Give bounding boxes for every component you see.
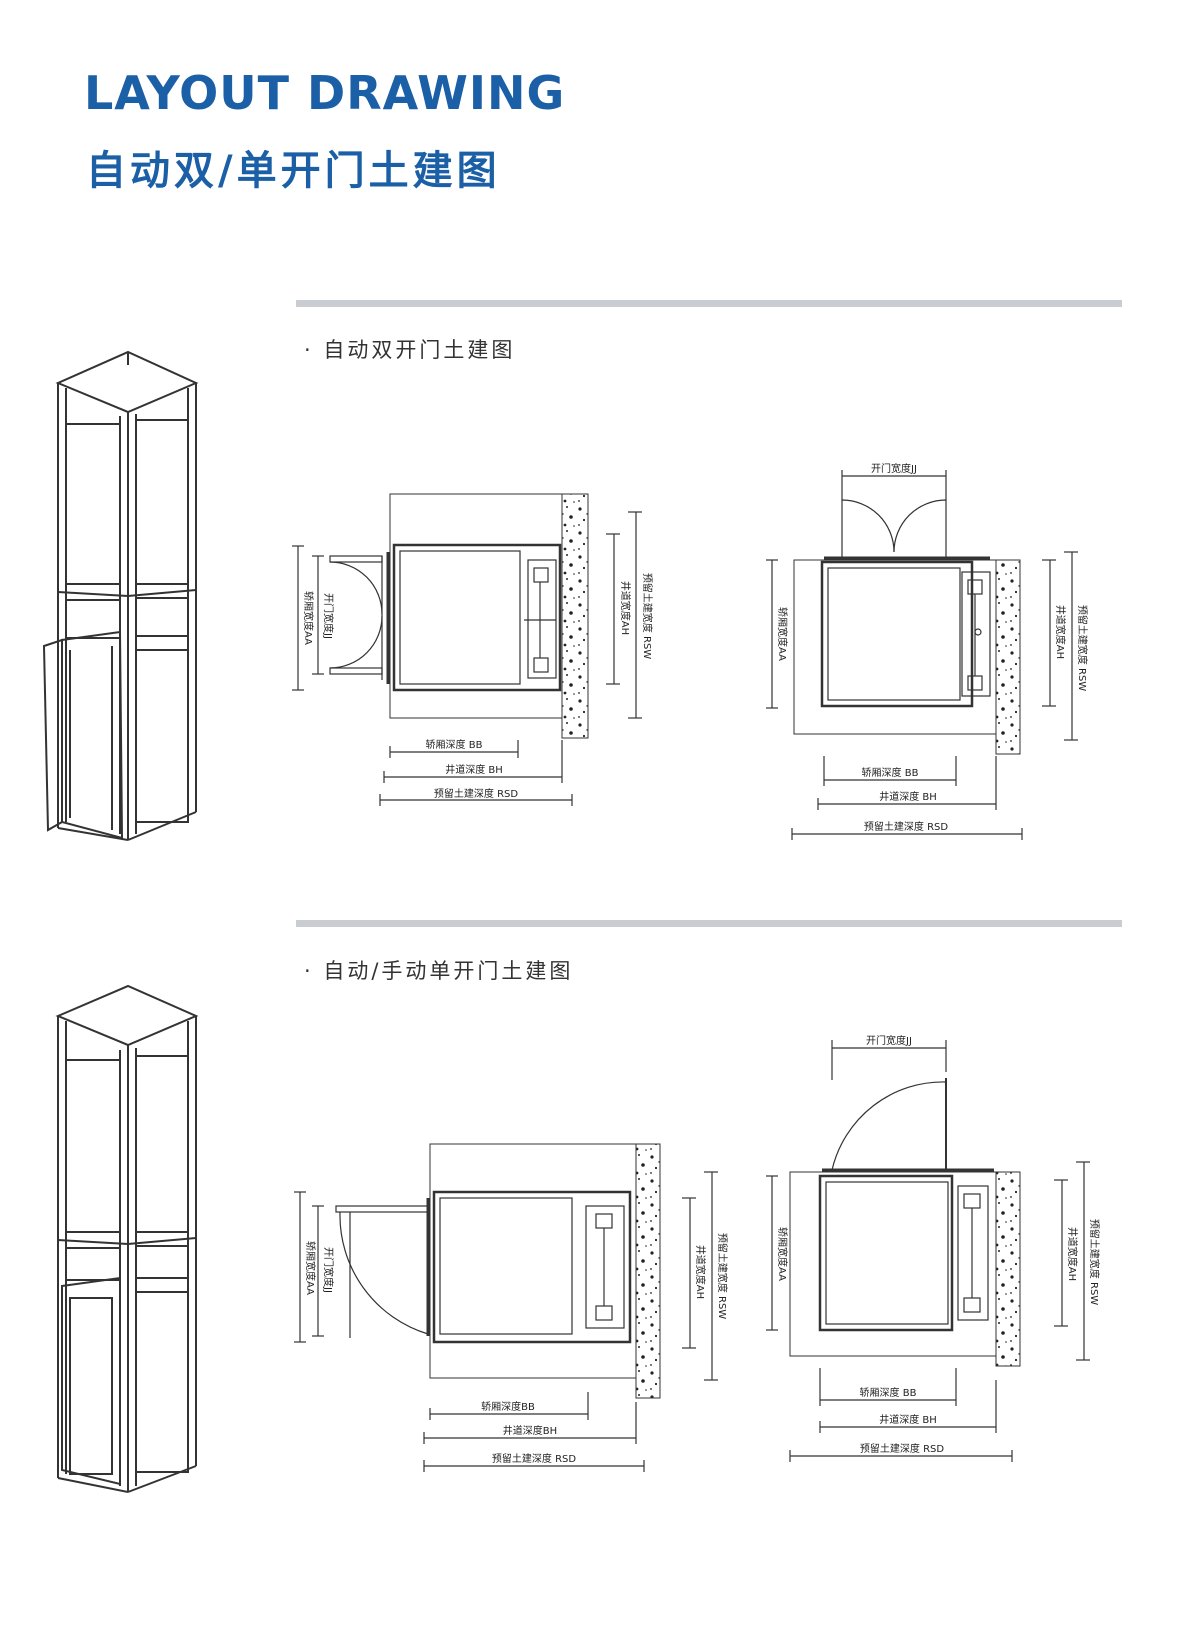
dim-shaft-width-ah: 井道宽度AH	[694, 1245, 707, 1299]
dim-reserved-depth-rsd: 预留土建深度 RSD	[434, 787, 518, 800]
page-title: LAYOUT DRAWING	[84, 66, 566, 120]
dim-reserved-width-rsw: 预留土建宽度 RSW	[1076, 605, 1089, 691]
dim-shaft-depth-bh: 井道深度 BH	[445, 763, 503, 776]
dim-car-width-aa: 轿厢宽度AA	[304, 1241, 317, 1295]
dim-door-width-jj: 开门宽度JJ	[322, 1247, 335, 1293]
dim-shaft-depth-bh: 井道深度BH	[503, 1424, 557, 1437]
dim-shaft-depth-bh: 井道深度 BH	[879, 1413, 937, 1426]
dim-car-width-aa: 轿厢宽度AA	[776, 1227, 789, 1281]
dim-shaft-width-ah: 井道宽度AH	[1066, 1227, 1079, 1281]
dim-car-width-aa: 轿厢宽度AA	[302, 591, 315, 645]
dim-door-width-jj: 开门宽度JJ	[871, 462, 917, 475]
dim-car-depth-bb: 轿厢深度 BB	[426, 738, 483, 751]
dim-car-depth-bb: 轿厢深度 BB	[860, 1386, 917, 1399]
plan-double-door-left	[292, 493, 642, 806]
plan-single-door-right	[766, 1040, 1090, 1462]
section-divider-2	[296, 920, 1122, 927]
dim-shaft-depth-bh: 井道深度 BH	[879, 790, 937, 803]
dim-car-width-aa: 轿厢宽度AA	[776, 607, 789, 661]
dim-reserved-width-rsw: 预留土建宽度 RSW	[1088, 1219, 1101, 1305]
section-title-double-door: · 自动双开门土建图	[304, 338, 516, 362]
section-title-single-door: · 自动/手动单开门土建图	[304, 959, 574, 983]
section-divider-1	[296, 300, 1122, 307]
page-subtitle: 自动双/单开门土建图	[86, 148, 501, 194]
dim-shaft-width-ah: 井道宽度AH	[619, 581, 632, 635]
elevator-perspective-2	[55, 984, 199, 1493]
dim-shaft-width-ah: 井道宽度AH	[1054, 605, 1067, 659]
dim-car-depth-bb: 轿厢深度BB	[481, 1400, 535, 1413]
plan-single-door-left	[294, 1143, 718, 1472]
dim-door-width-jj: 开门宽度JJ	[866, 1034, 912, 1047]
dim-reserved-depth-rsd: 预留土建深度 RSD	[860, 1442, 944, 1455]
dim-reserved-width-rsw: 预留土建宽度 RSW	[716, 1233, 729, 1319]
elevator-perspective-1	[42, 350, 199, 841]
plan-double-door-right	[766, 470, 1078, 840]
dim-car-depth-bb: 轿厢深度 BB	[862, 766, 919, 779]
dim-reserved-width-rsw: 预留土建宽度 RSW	[641, 573, 654, 659]
dim-reserved-depth-rsd: 预留土建深度 RSD	[864, 820, 948, 833]
dim-reserved-depth-rsd: 预留土建深度 RSD	[492, 1452, 576, 1465]
dim-door-width-jj: 开门宽度JJ	[322, 593, 335, 639]
